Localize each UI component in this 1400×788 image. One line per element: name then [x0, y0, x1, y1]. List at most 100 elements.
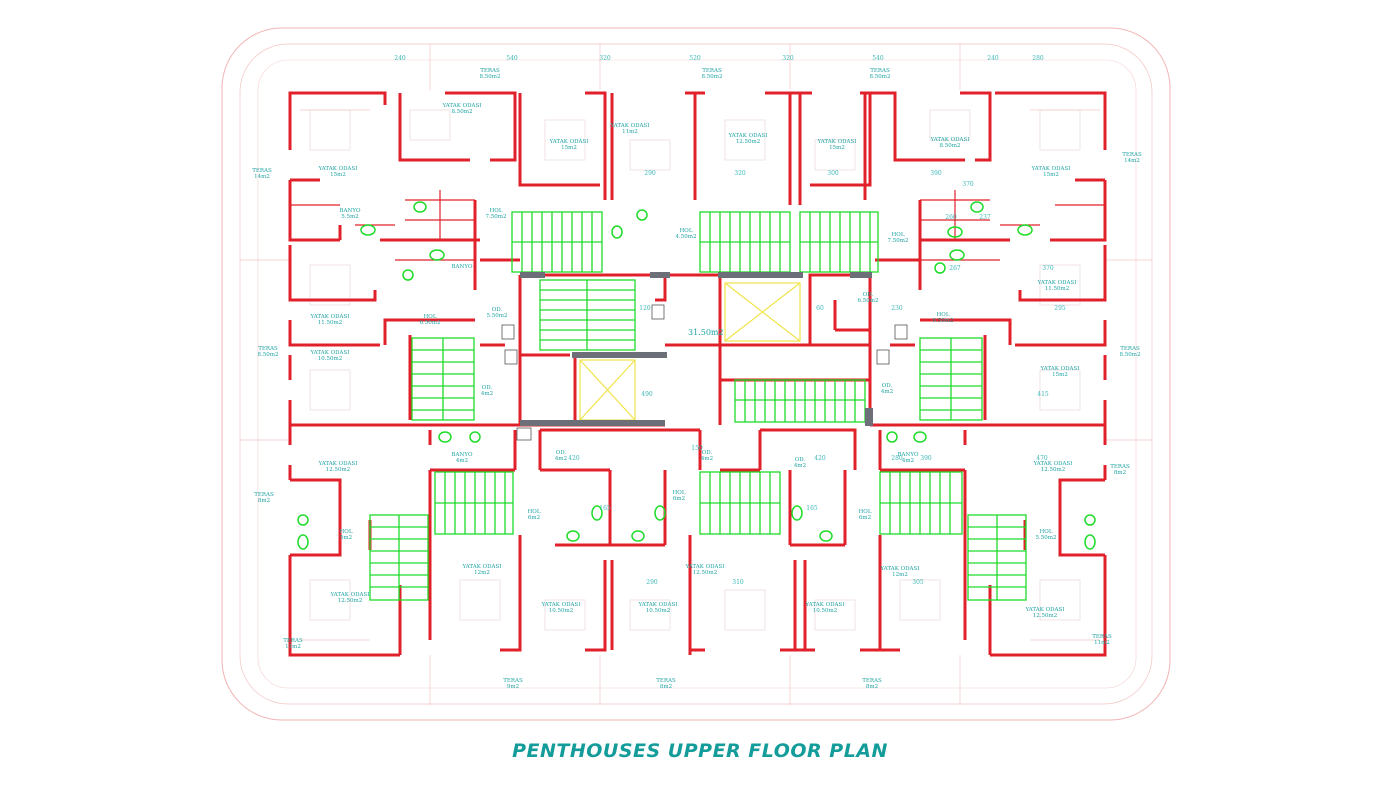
room-name: OD. [482, 385, 493, 391]
room-area: 4m2 [902, 458, 914, 464]
room-area: 6m2 [673, 496, 685, 502]
room-name: YATAK ODASI [330, 592, 370, 598]
dimension-label: 240 [394, 55, 406, 62]
dimension-label: 150 [691, 445, 703, 452]
room-area: 12.50m2 [693, 570, 717, 576]
room-area: 4m2 [456, 458, 468, 464]
room-area: 14m2 [1124, 158, 1140, 164]
room-name: TERAS [254, 492, 274, 498]
room-area: 6.50m2 [858, 298, 879, 304]
furniture [309, 109, 1081, 631]
room-area: 12m2 [892, 572, 908, 578]
room-name: YATAK ODASI [805, 602, 845, 608]
room-name: BANYO [452, 264, 473, 270]
room-name: HOL [673, 490, 686, 496]
room-name: YATAK ODASI [817, 139, 857, 145]
room-area: 11m2 [1094, 640, 1110, 646]
dimension-label: 320 [599, 55, 611, 62]
room-area: 9m2 [507, 684, 519, 690]
stairs [369, 211, 1027, 601]
plan-title: PENTHOUSES UPPER FLOOR PLAN [512, 740, 888, 762]
dimension-label: 230 [891, 305, 903, 312]
room-name: HOL [859, 509, 872, 515]
room-name: YATAK ODASI [318, 461, 358, 467]
dimension-label: 470 [1036, 455, 1048, 462]
room-area: 10.50m2 [646, 608, 670, 614]
dimension-label: 320 [734, 170, 746, 177]
room-area: 8.50m2 [1120, 352, 1141, 358]
central-area-label: 31.50m2 [688, 328, 724, 337]
room-area: 14m2 [254, 174, 270, 180]
building-outline-inner [239, 43, 1153, 705]
room-area: 5.5m2 [341, 214, 358, 220]
room-area: 10.50m2 [549, 608, 573, 614]
fixtures [297, 201, 1096, 550]
room-name: HOL [892, 232, 905, 238]
room-area: 8.50m2 [258, 352, 279, 358]
dimension-label: 165 [806, 505, 818, 512]
dimension-label: 370 [1042, 265, 1054, 272]
room-name: YATAK ODASI [880, 566, 920, 572]
dimension-label: 295 [1054, 305, 1066, 312]
room-area: 7.50m2 [486, 214, 507, 220]
dimension-label: 290 [646, 579, 658, 586]
room-name: HOL [424, 314, 437, 320]
room-area: 12.50m2 [326, 467, 350, 473]
dimension-label: 540 [872, 55, 884, 62]
dimension-label: 370 [962, 181, 974, 188]
dimension-label: 490 [641, 391, 653, 398]
room-name: HOL [680, 228, 693, 234]
room-name: TERAS [862, 678, 882, 684]
room-area: 15m2 [330, 172, 346, 178]
room-name: TERAS [702, 68, 722, 74]
room-name: HOL [528, 509, 541, 515]
dimension-label: 280 [891, 455, 903, 462]
room-name: HOL [340, 529, 353, 535]
room-area: 15m2 [561, 145, 577, 151]
room-name: YATAK ODASI [1025, 607, 1065, 613]
dimension-label: 420 [814, 455, 826, 462]
room-name: YATAK ODASI [1031, 166, 1071, 172]
room-area: 4m2 [881, 389, 893, 395]
dimension-label: 320 [782, 55, 794, 62]
room-area: 4m2 [794, 463, 806, 469]
room-name: YATAK ODASI [549, 139, 589, 145]
dimension-label: 415 [1037, 391, 1049, 398]
room-area: 15m2 [1043, 172, 1059, 178]
room-labels: TERAS8.50m2TERAS8.50m2TERAS8.50m2TERAS14… [252, 68, 1142, 690]
room-area: 8m2 [258, 498, 270, 504]
dimension-label: 300 [827, 170, 839, 177]
room-area: 8.50m2 [702, 74, 723, 80]
room-area: 8.50m2 [452, 109, 473, 115]
room-name: OD. [556, 450, 567, 456]
room-area: 4m2 [555, 456, 567, 462]
dimension-label: 520 [689, 55, 701, 62]
dimension-label: 120 [639, 305, 651, 312]
room-name: TERAS [1110, 464, 1130, 470]
dimension-label: 420 [568, 455, 580, 462]
room-area: 4.50m2 [676, 234, 697, 240]
dimension-label: 60 [816, 305, 824, 312]
room-name: TERAS [503, 678, 523, 684]
dimension-label: 237 [979, 214, 991, 221]
terrace-dividers [240, 44, 1152, 705]
room-name: YATAK ODASI [930, 137, 970, 143]
dimension-label: 310 [732, 579, 744, 586]
room-name: TERAS [258, 346, 278, 352]
room-name: YATAK ODASI [638, 602, 678, 608]
room-name: YATAK ODASI [442, 103, 482, 109]
room-area: 11.50m2 [1045, 286, 1069, 292]
room-name: BANYO [898, 452, 919, 458]
room-area: 11.50m2 [318, 320, 342, 326]
room-area: 12.50m2 [736, 139, 760, 145]
room-name: TERAS [1122, 152, 1142, 158]
room-area: 10.50m2 [813, 608, 837, 614]
room-name: YATAK ODASI [728, 133, 768, 139]
dimension-label: 390 [920, 455, 932, 462]
dimension-label: 390 [930, 170, 942, 177]
room-name: HOL [490, 208, 503, 214]
room-area: 8m2 [1114, 470, 1126, 476]
room-name: BANYO [340, 208, 361, 214]
room-name: OD. [882, 383, 893, 389]
